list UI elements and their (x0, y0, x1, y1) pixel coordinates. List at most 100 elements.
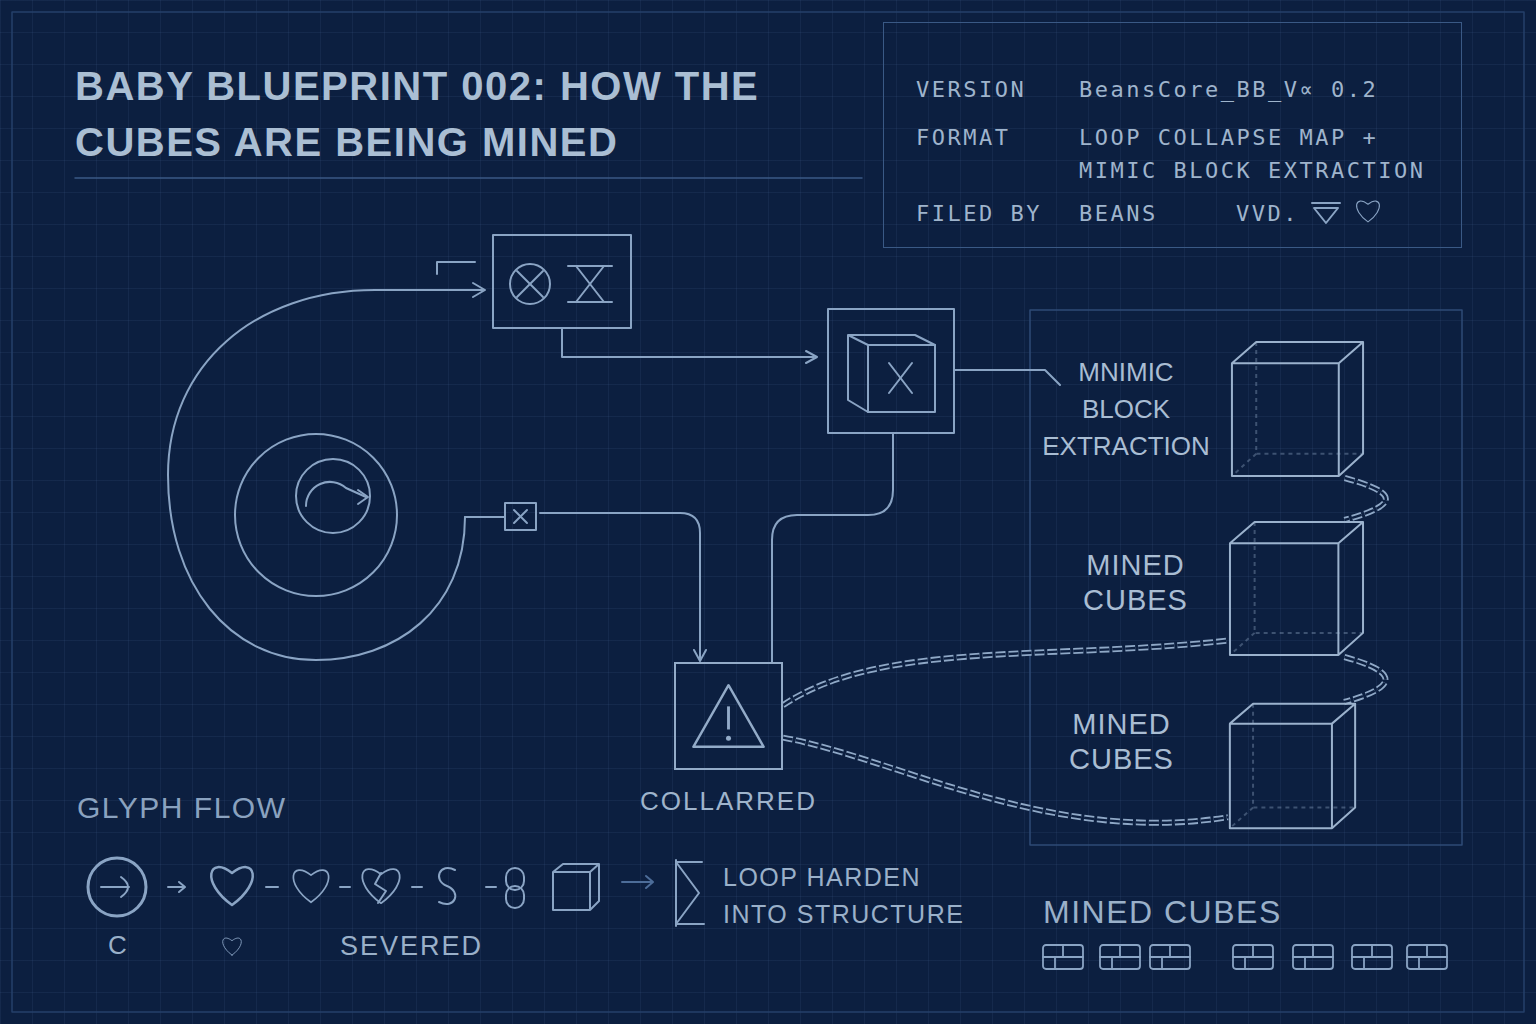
mimic-box (848, 335, 935, 412)
cube-label: MINED CUBES (1073, 548, 1198, 618)
mimic-box (889, 363, 912, 393)
loop-spiral (235, 434, 397, 596)
bracket-mark (437, 262, 475, 274)
field-name: VERSION (916, 73, 1079, 106)
field-values: BEANSVVD. (1079, 197, 1451, 230)
glyph-flow-symbols (676, 860, 704, 926)
flow-line (772, 433, 893, 662)
signature-glyphs (1314, 208, 1338, 223)
cube-label: MNIMIC BLOCK EXTRACTION (1036, 354, 1216, 465)
warning-symbol (693, 685, 763, 747)
loop-spiral (473, 283, 485, 297)
x-box (540, 513, 700, 660)
loop-spiral (296, 459, 370, 533)
collapse-box (568, 265, 612, 267)
mined-cube-glyphs (1293, 945, 1333, 969)
mined-cube-glyphs (1043, 945, 1083, 969)
box-label: COLLARRED (640, 786, 817, 816)
collapse-box (568, 301, 612, 303)
glyph-flow-symbols (168, 886, 184, 888)
collapse-box (517, 271, 543, 297)
cube-shape (1230, 704, 1355, 828)
mimic-box (889, 363, 912, 393)
glyph-flow-symbols (179, 882, 185, 892)
mined-cube-glyphs (1233, 945, 1273, 969)
field-name: FORMAT (916, 121, 1079, 154)
blueprint-lines (12, 12, 1524, 1012)
field-values: LOOP COLLAPSE MAP + MIMIC BLOCK EXTRACTI… (1079, 121, 1451, 187)
cube-node: MINED CUBES (1228, 520, 1365, 657)
glyph-flow-symbols (486, 886, 496, 888)
diagram-title: BABY BLUEPRINT 002: HOW THE CUBES ARE BE… (75, 58, 875, 170)
field-value: VVD. (1236, 197, 1299, 230)
mimic-box (828, 309, 954, 433)
glyph-flow-symbols (293, 870, 328, 902)
glyph-flow-symbols (622, 881, 652, 883)
cube-shape (1228, 702, 1357, 830)
collapse-box (510, 264, 550, 304)
warning-symbol (727, 706, 730, 729)
loop-spiral (306, 482, 366, 506)
glyph-flow-symbols (362, 869, 399, 903)
section-heading: GLYPH FLOW (77, 790, 286, 826)
glyph-flow-symbols (412, 886, 422, 888)
mined-cube-glyphs (1100, 945, 1140, 969)
chain-connector (783, 641, 1228, 706)
field-value: LOOP COLLAPSE MAP + MIMIC BLOCK EXTRACTI… (1079, 121, 1451, 187)
field-value: BeansCore_BB_V∝ 0.2 (1079, 73, 1378, 106)
title-rule (75, 177, 862, 179)
x-box (465, 503, 706, 661)
collapse-box (517, 271, 543, 297)
field-values: BeansCore_BB_V∝ 0.2 (1079, 73, 1451, 106)
info-row: FORMATLOOP COLLAPSE MAP + MIMIC BLOCK EX… (916, 121, 1453, 187)
cube-shape (1232, 342, 1363, 476)
x-box (514, 510, 527, 523)
section-heading: MINED CUBES (1043, 893, 1282, 931)
info-panel: VERSIONBeansCore_BB_V∝ 0.2FORMATLOOP COL… (883, 22, 1462, 248)
chain-connector (1344, 478, 1385, 520)
collapse-box (576, 266, 604, 302)
glyph-flow-symbols (266, 886, 278, 888)
collapse-box (493, 235, 631, 328)
mined-cube-glyphs (1150, 945, 1190, 969)
chain-connector (1344, 657, 1385, 702)
cube-node: MINED CUBES (1228, 702, 1357, 830)
glyph-caption: SEVERED (340, 930, 483, 962)
region-frame (1030, 310, 1462, 845)
mimic-box (868, 345, 935, 412)
flow-line (806, 351, 817, 363)
collapse-box (493, 235, 631, 328)
cube-shape (1230, 340, 1365, 478)
chain-connector (1344, 478, 1385, 520)
mimic-box (828, 309, 954, 433)
cube-shape (1230, 704, 1355, 828)
info-row: FILED BYBEANSVVD. (916, 197, 1453, 230)
chain-connector (783, 641, 1228, 706)
chain-connector (783, 641, 1228, 706)
cube-shape (1230, 522, 1363, 655)
info-row: VERSIONBeansCore_BB_V∝ 0.2 (916, 73, 1453, 106)
mined-cube-glyphs (1043, 945, 1447, 969)
flow-line (562, 328, 814, 357)
page-frame (12, 12, 1524, 1012)
glyph-caption: C (108, 930, 128, 960)
collapse-box (576, 266, 604, 302)
chain-connector (1344, 478, 1385, 520)
glyph-flow-symbols (340, 886, 350, 888)
mined-cube-glyphs (1352, 945, 1392, 969)
cube-shape (1228, 520, 1365, 657)
warning-box: COLLARRED (674, 662, 783, 770)
cube-shape (1232, 342, 1363, 476)
glyph-flow-symbols (439, 868, 455, 904)
flow-note: LOOP HARDEN INTO STRUCTURE (723, 859, 988, 933)
chain-connector (1344, 657, 1385, 702)
warning-symbol (726, 736, 731, 741)
mined-cube-glyphs (1407, 945, 1447, 969)
cube-node: MNIMIC BLOCK EXTRACTION (1230, 340, 1365, 478)
leader-line (954, 370, 1060, 385)
glyph-flow-symbols (646, 876, 653, 888)
glyph-flow-symbols (506, 886, 524, 908)
glyph-flow-symbols (375, 873, 386, 903)
signature-glyphs (1312, 201, 1379, 223)
